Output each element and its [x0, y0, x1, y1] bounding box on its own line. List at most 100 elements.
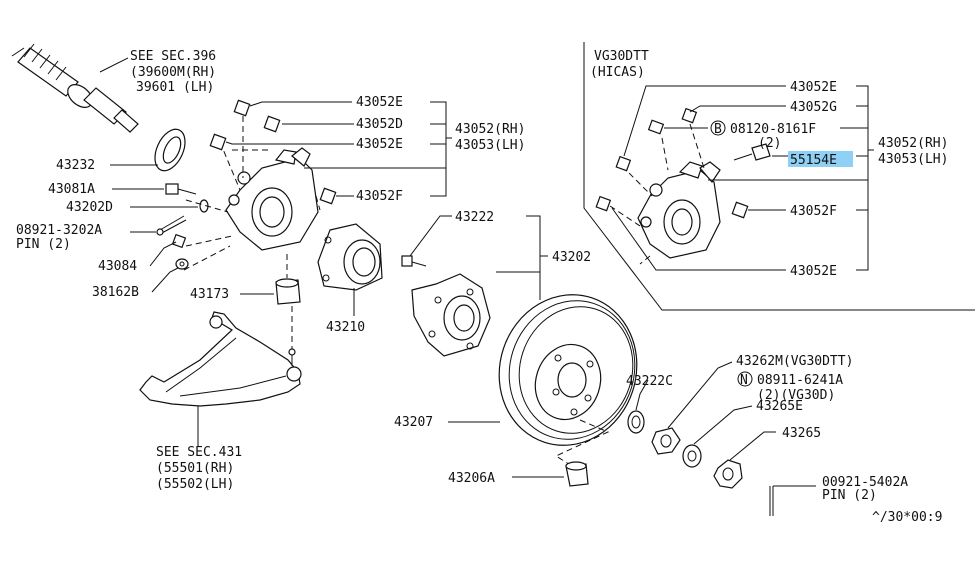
washer-43265e	[682, 444, 702, 468]
inset-nut-43052e-b	[595, 195, 612, 212]
bolt-43081a	[165, 183, 197, 195]
hub-43202	[411, 273, 491, 357]
ref-see431-lh: (55502(LH)	[156, 477, 234, 492]
washer-43222c	[627, 410, 645, 434]
inset-sensor-55154e	[733, 143, 771, 161]
nut-43052e-b	[209, 133, 227, 151]
label-pin-2-a: PIN (2)	[16, 237, 71, 252]
inset-label-43052e-b: 43052E	[790, 264, 837, 279]
inset-label-43052e-a: 43052E	[790, 80, 837, 95]
dash-inset	[609, 123, 705, 265]
label-00921-5402a: 00921-5402A	[822, 475, 908, 490]
inset-nut-43052e-a	[615, 155, 632, 172]
bushing-43173	[275, 278, 301, 305]
nut-43262m	[651, 427, 681, 455]
footer-code: ^/30*00:9	[872, 510, 942, 525]
label-43173: 43173	[190, 287, 229, 302]
leader-43222	[409, 215, 452, 257]
ref-see431: SEE SEC.431	[156, 445, 242, 460]
inset-label-b-circle: B	[714, 122, 722, 137]
leader-see396	[99, 57, 129, 73]
seal-43232	[154, 128, 186, 172]
label-43265: 43265	[782, 426, 821, 441]
inset-border	[583, 42, 975, 311]
inset-nut-43052f	[731, 201, 749, 219]
inset-nut-43052g	[681, 107, 698, 124]
label-08911-qty: (2)(VG30D)	[757, 388, 835, 403]
label-43262m: 43262M(VG30DTT)	[736, 354, 853, 369]
label-43052d: 43052D	[356, 117, 403, 132]
dash-knuckle	[219, 116, 321, 211]
bracket-knuckle	[430, 101, 452, 197]
label-08921-3202a: 08921-3202A	[16, 223, 102, 238]
leader-43265	[729, 431, 776, 461]
label-43084: 43084	[98, 259, 137, 274]
label-43222: 43222	[455, 210, 494, 225]
leader-43052e-a	[249, 101, 352, 107]
inset-label-43052g: 43052G	[790, 100, 837, 115]
label-43052e-b: 43052E	[356, 137, 403, 152]
b-circle-icon	[710, 120, 726, 136]
knuckle-main	[225, 147, 319, 251]
label-43202: 43202	[552, 250, 591, 265]
leader-43084	[149, 241, 177, 267]
inset-label-55154e: 55154E	[790, 153, 837, 168]
label-43210: 43210	[326, 320, 365, 335]
inset-leader-43052g	[689, 105, 786, 113]
bolt-43206a	[565, 461, 589, 487]
lower-arm	[139, 311, 302, 407]
ref-see396: SEE SEC.396	[130, 49, 216, 64]
bolt-43222	[401, 255, 427, 267]
ref-see396-rh: (39600M(RH)	[130, 65, 216, 80]
leader-43222c	[635, 379, 649, 411]
ref-see431-rh: (55501(RH)	[156, 461, 234, 476]
inset-subtitle: (HICAS)	[590, 65, 645, 80]
label-43202d: 43202D	[66, 200, 113, 215]
drive-shaft	[11, 43, 139, 133]
label-pin-2-b: PIN (2)	[822, 488, 877, 503]
pin-00921-5402a	[769, 486, 774, 516]
washer-38162b	[175, 258, 189, 270]
label-43232: 43232	[56, 158, 95, 173]
label-38162b: 38162B	[92, 285, 139, 300]
leader-43265e	[693, 405, 753, 445]
nut-43084	[171, 233, 187, 249]
inset-title: VG30DTT	[594, 49, 649, 64]
label-43052e-a: 43052E	[356, 95, 403, 110]
label-43052f: 43052F	[356, 189, 403, 204]
inset-bracket	[840, 85, 874, 271]
label-43207: 43207	[394, 415, 433, 430]
inset-label-08120-8161f: 08120-8161F	[730, 122, 816, 137]
inset-leader-43052e-a	[623, 85, 786, 157]
leader-43052e-b	[225, 141, 354, 145]
n-circle-icon	[737, 371, 753, 387]
inset-leader-43052e-b	[611, 207, 786, 271]
highlight-55154e	[788, 151, 853, 167]
label-43053-lh: 43053(LH)	[455, 138, 525, 153]
leader-43262m	[667, 361, 733, 429]
label-43222c: 43222C	[626, 374, 673, 389]
label-43052-rh: 43052(RH)	[455, 122, 525, 137]
bearing-43210	[317, 223, 383, 291]
dash-left-hw	[183, 199, 233, 271]
inset-label-08120-qty: (2)	[758, 136, 781, 151]
label-08911-6241a: 08911-6241A	[757, 373, 843, 388]
inset-bolt-08120	[647, 119, 665, 135]
nut-43052d	[263, 115, 281, 133]
nut-43265	[713, 459, 743, 489]
inset-knuckle	[637, 161, 721, 259]
dash-43206a	[554, 419, 610, 467]
rotor-43207	[498, 294, 638, 446]
nut-43052f	[319, 187, 337, 205]
pin-08921-3202a	[156, 215, 187, 236]
inset-label-43053-lh: 43053(LH)	[878, 152, 948, 167]
nut-43052e-a	[233, 99, 251, 117]
label-43265e: 43265E	[756, 399, 803, 414]
bracket-43202	[496, 215, 548, 300]
leader-38162b	[151, 267, 179, 293]
ref-see396-lh: 39601 (LH)	[136, 80, 214, 95]
label-43081a: 43081A	[48, 182, 95, 197]
inset-label-43052-rh: 43052(RH)	[878, 136, 948, 151]
